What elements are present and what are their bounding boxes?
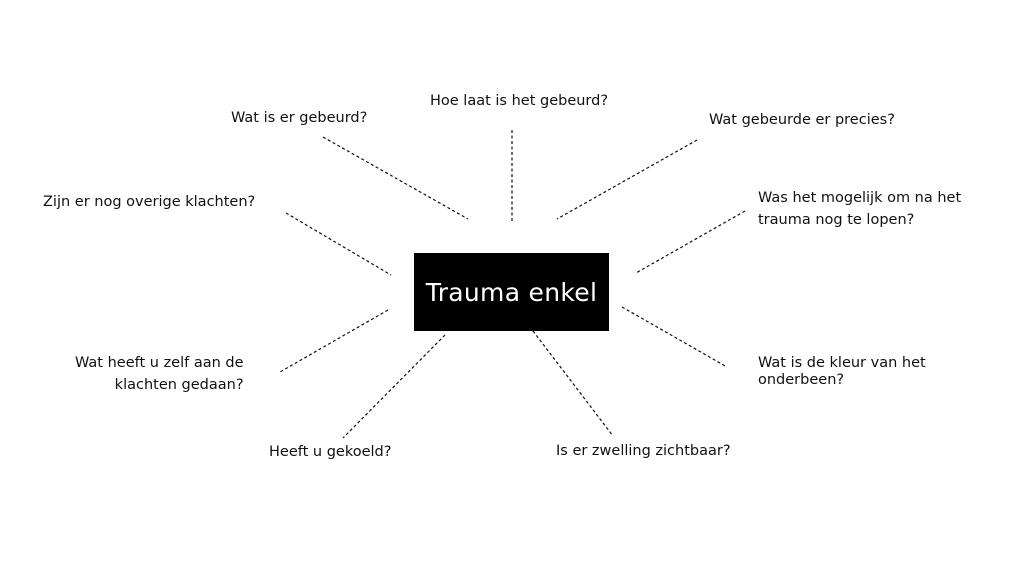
question-label-line-1: Wat heeft u zelf aan de [75, 355, 244, 371]
connector-gekoeld [342, 334, 446, 439]
question-label-line-1: Was het mogelijk om na het [758, 190, 962, 206]
connector-kleur [621, 306, 728, 368]
connector-zelf-gedaan [279, 309, 389, 373]
question-kleur: Wat is de kleur van het onderbeen? [758, 352, 926, 391]
question-wat-gebeurd: Wat is er gebeurd? [231, 107, 367, 129]
question-hoe-laat: Hoe laat is het gebeurd? [430, 90, 608, 112]
question-label: Heeft u gekoeld? [269, 444, 392, 460]
connector-overige-klachten [285, 212, 392, 276]
question-label: Wat gebeurde er precies? [709, 112, 895, 128]
central-topic-label: Trauma enkel [425, 277, 598, 307]
central-topic-box: Trauma enkel [414, 253, 609, 331]
question-label: Hoe laat is het gebeurd? [430, 93, 609, 109]
question-zelf-gedaan: Wat heeft u zelf aan de klachten gedaan? [75, 352, 244, 396]
question-label-line-1: Wat is de kleur van het [758, 355, 926, 371]
question-wat-precies: Wat gebeurde er precies? [709, 109, 895, 131]
question-lopen: Was het mogelijk om na het trauma nog te… [758, 187, 961, 231]
question-label: Zijn er nog overige klachten? [43, 194, 256, 210]
connector-wat-gebeurd [322, 136, 469, 220]
question-label: Wat is er gebeurd? [231, 110, 368, 126]
question-label-line-2: trauma nog te lopen? [758, 212, 915, 228]
question-gekoeld: Heeft u gekoeld? [269, 441, 391, 463]
question-label-line-2: klachten gedaan? [114, 377, 244, 393]
connector-zwelling [532, 330, 614, 437]
connector-wat-precies [556, 139, 698, 220]
question-label: Is er zwelling zichtbaar? [556, 443, 731, 459]
question-overige-klachten: Zijn er nog overige klachten? [43, 191, 255, 213]
connector-lopen [635, 210, 746, 274]
question-zwelling: Is er zwelling zichtbaar? [556, 440, 731, 462]
question-label-line-2: onderbeen? [758, 372, 845, 388]
